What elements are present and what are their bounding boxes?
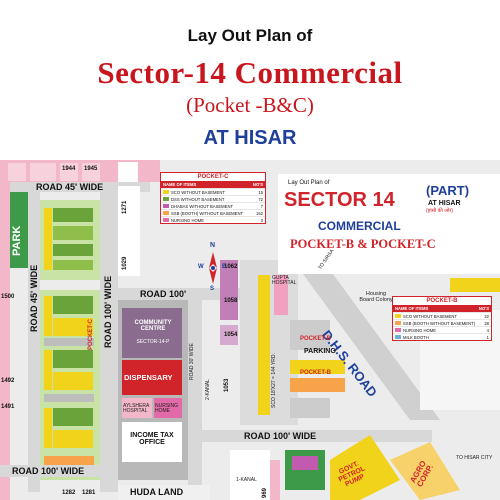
legend-pocket-b: POCKET-B NAME OF ITEMS NO'S SCO WITHOUT … [392,296,492,341]
legend-col-no: NO'S [252,182,263,187]
road-100-bottom-left [0,465,100,477]
road-label-100-left: ROAD 100' WIDE [103,275,113,348]
legend-pocket-c: POCKET-C NAME OF ITEMS NO'S SCO WITHOUT … [160,172,266,224]
pocket-b-label: POCKET-B [300,336,332,342]
road-100-left [100,192,118,492]
road-label-45-left: ROAD 45' WIDE [29,264,39,332]
plot-number: 1029 [122,256,128,270]
community-centre-label: COMMUNITY CENTRE [134,320,172,332]
pocket-c-lower-shops [44,296,94,470]
road-label-45-top: ROAD 45' WIDE [36,182,104,192]
plot-number: 969 [262,487,268,498]
road-label-100-bottom-right: ROAD 100' WIDE [244,431,317,441]
pocket-c-upper-shops [44,208,93,270]
legend-title: POCKET-B [393,297,491,305]
compass-e: E [222,264,227,270]
aylshera-label: AYLSHERA HOSPITAL [123,403,150,414]
plot-number: 1500 [1,294,15,300]
parking-label: PARKING [304,348,336,355]
road-100-bottom-right [202,430,432,442]
to-hisar-city-label: TO HISAR CITY [456,455,493,461]
plot-number: 1492 [1,378,15,384]
pocket-b-label: POCKET-B [300,370,332,376]
park-label: PARK [11,225,23,256]
plot-number: 1945 [84,166,98,172]
income-tax-label: INCOME TAX OFFICE [130,432,174,446]
plot-number: 1491 [1,404,15,410]
pocket-c-label: POCKET-C [88,318,94,350]
location-title: AT HISAR [203,127,297,149]
residential-column-left [0,182,10,500]
road-30 [188,300,202,485]
legend-title: POCKET-C [161,173,265,181]
plot-number: 1053 [224,378,230,392]
layout-map: Lay Out Plan of SECTOR 14 (PART) AT HISA… [0,160,500,500]
community-centre-sub: SECTOR-14-P [136,339,170,345]
income-tax-office [122,422,182,462]
road-45-top [10,182,150,192]
sector-part: (PART) [426,183,470,198]
dispensary-label: DISPENSARY [124,373,173,382]
plot-number: 1282 [62,490,76,496]
road-label-100-top: ROAD 100' [140,289,187,299]
road-45-left [28,192,40,492]
legend-col-name: NAME OF ITEMS [163,182,197,187]
plot-number: 1944 [62,166,76,172]
pre-title: Lay Out Plan of [187,26,313,45]
road-label-100-bottom-left: ROAD 100' WIDE [12,466,85,476]
sector-title: SECTOR 14 [284,189,395,211]
huda-land [118,485,210,500]
legend-header: NAME OF ITEMS NO'S [393,305,491,312]
housing-board-label: Housing Board Colony [359,291,393,303]
gupta-hospital-plot [274,275,288,315]
page-subtitle: (Pocket -B&C) [186,93,314,117]
page-title: Sector-14 Commercial [97,55,403,90]
gupta-hospital-label: GUPTA HOSPITAL [272,275,297,286]
nursing-home-label: NURSING HOME [155,403,179,414]
sector-hindi-note: (हांसी की ओर) [426,208,454,214]
huda-land-label: HUDA LAND [130,487,184,497]
compass-s: S [210,286,215,292]
plot-number: 1058 [224,298,238,304]
legend-row: SSB (BOOTH WITHOUT BASEMENT)28 [393,319,491,326]
plot-number: 1054 [224,332,238,338]
dhs-road [300,270,440,420]
road-label-30: ROAD 30' WIDE [189,343,195,380]
legend-header: NAME OF ITEMS NO'S [161,181,265,188]
plot-number: 1271 [122,200,128,214]
agro-corp-area [390,442,460,500]
compass-n: N [210,242,216,249]
dispensary [122,360,182,395]
park-area [10,190,28,268]
petrol-pump-area [330,435,400,500]
commercial-title: COMMERCIAL [318,219,401,233]
sco-note-label: SCO 18'X27 = 144 YRD. [271,353,277,408]
plot-number: 1281 [82,490,96,496]
legend-col-name: NAME OF ITEMS [395,306,429,311]
pockets-title: POCKET-B & POCKET-C [290,237,436,251]
community-centre [122,308,182,358]
sector-title-box: Lay Out Plan of SECTOR 14 (PART) AT HISA… [278,174,500,274]
sector-at-hisar: AT HISAR [428,200,461,207]
map-pre-title: Lay Out Plan of [288,180,330,186]
plot-number: 1062 [224,264,238,270]
legend-col-no: NO'S [478,306,489,311]
compass-w: W [198,264,204,270]
plot-label: 2-KANAL [205,379,211,400]
plot-label: 1-KANAL [236,477,257,483]
compass-rose [209,252,217,284]
